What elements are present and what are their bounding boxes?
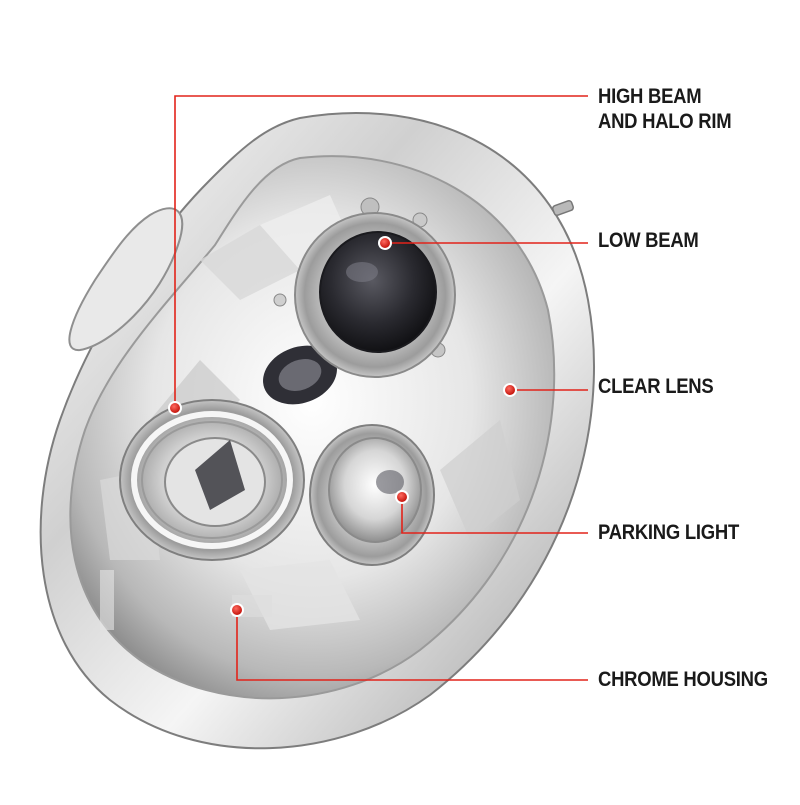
callout-label-line: AND HALO RIM xyxy=(598,110,732,133)
leader-line-parking-light xyxy=(401,497,588,534)
callout-label-line: PARKING LIGHT xyxy=(598,521,739,544)
leader-line-chrome-housing xyxy=(236,610,588,681)
callout-label-parking-light: PARKING LIGHT xyxy=(598,520,739,545)
callout-label-high-beam: HIGH BEAM AND HALO RIM xyxy=(598,84,732,134)
leader-lines xyxy=(174,95,588,681)
callout-label-chrome-housing: CHROME HOUSING xyxy=(598,667,768,692)
parking-light-bulb xyxy=(309,424,435,566)
callout-markers xyxy=(168,236,517,617)
low-beam-projector xyxy=(294,212,456,378)
leader-line-high-beam xyxy=(174,95,588,408)
callout-label-line: HIGH BEAM xyxy=(598,85,702,108)
marker-dot-low-beam xyxy=(380,238,390,248)
marker-dot-clear-lens xyxy=(505,385,515,395)
callout-label-low-beam: LOW BEAM xyxy=(598,228,699,253)
callout-label-line: CLEAR LENS xyxy=(598,375,714,398)
marker-dot-high-beam xyxy=(170,403,180,413)
callout-label-line: LOW BEAM xyxy=(598,229,699,252)
marker-dot-parking-light xyxy=(397,492,407,502)
high-beam-halo xyxy=(119,399,305,561)
callout-label-clear-lens: CLEAR LENS xyxy=(598,374,714,399)
marker-dot-chrome-housing xyxy=(232,605,242,615)
callout-label-line: CHROME HOUSING xyxy=(598,668,768,691)
